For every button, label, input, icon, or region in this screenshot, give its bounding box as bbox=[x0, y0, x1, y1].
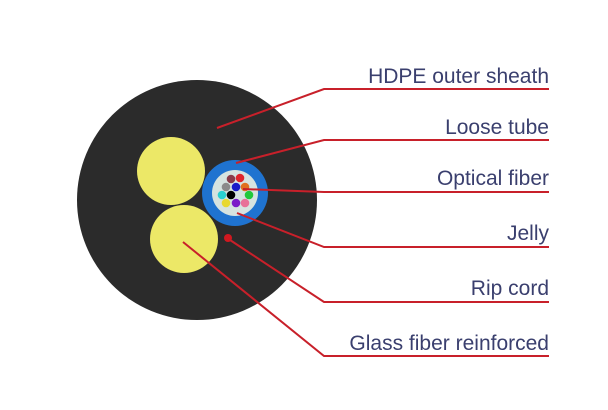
glass-fiber-rod-top bbox=[137, 137, 205, 205]
leader-line-rip-cord bbox=[229, 239, 549, 303]
leader-line-loose-tube bbox=[235, 139, 549, 164]
optical-fibers bbox=[217, 173, 254, 208]
optical-fiber-core bbox=[240, 198, 250, 208]
optical-fiber-core bbox=[231, 198, 241, 208]
hdpe-outer-sheath bbox=[77, 80, 317, 320]
label-jelly: Jelly bbox=[507, 222, 550, 245]
optical-fiber-core bbox=[221, 182, 231, 192]
optical-fiber-core bbox=[217, 190, 227, 200]
label-rip-cord: Rip cord bbox=[471, 277, 549, 300]
optical-fiber-core bbox=[231, 182, 241, 192]
leader-line-jelly bbox=[236, 212, 549, 248]
label-hdpe: HDPE outer sheath bbox=[368, 65, 549, 88]
optical-fiber-core bbox=[226, 190, 236, 200]
optical-fiber-core bbox=[221, 198, 231, 208]
label-glass-fiber: Glass fiber reinforced bbox=[349, 332, 549, 355]
leader-line-glass-fiber bbox=[182, 241, 549, 357]
leader-line-hdpe bbox=[216, 88, 549, 129]
label-optical-fiber: Optical fiber bbox=[437, 167, 549, 190]
leader-line-optical-fiber bbox=[242, 188, 549, 193]
optical-fiber-core bbox=[226, 174, 236, 184]
label-loose-tube: Loose tube bbox=[445, 116, 549, 139]
optical-fiber-core bbox=[244, 190, 254, 200]
optical-fiber-core bbox=[235, 173, 245, 183]
